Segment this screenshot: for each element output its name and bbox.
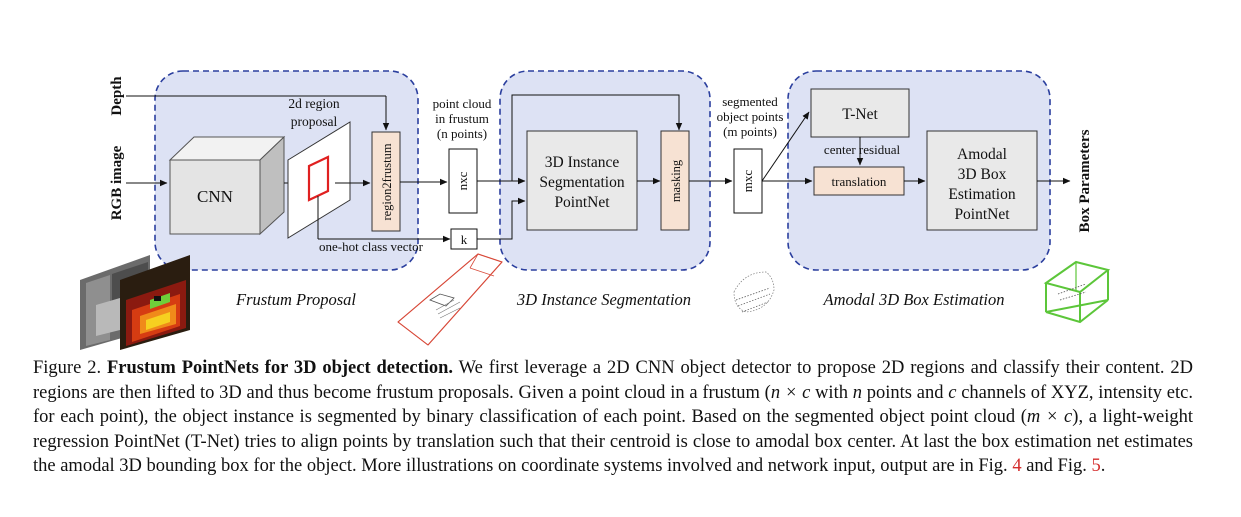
point-cloud-label-2: in frustum [435,111,489,126]
translation-label: translation [832,174,887,189]
region2frustum-block [371,131,401,232]
caption-ref-fig5[interactable]: 5 [1091,456,1101,476]
mxc-label: mxc [740,170,755,193]
region-proposal-label-2: proposal [291,114,338,129]
region2frustum-label: region2frustum [380,143,394,220]
seg-pointnet-label-2: Segmentation [539,174,624,191]
nxc-block [448,148,478,214]
caption-text-1: We first leverage a 2D CNN object detect… [33,358,1193,403]
cnn-block: CNN [168,135,286,236]
point-cloud-label-1: point cloud [433,96,492,111]
region-proposal-plane [287,121,351,239]
pointcloud-bypass-line [511,94,683,181]
masking-block [660,130,690,231]
stage-title-box-estimation: Amodal 3D Box Estimation [822,290,1004,309]
cnn-label: CNN [197,187,233,206]
caption-text-6: and Fig. [1021,456,1092,476]
tnet-block [810,88,910,138]
segmented-points [733,271,775,313]
caption-math-4: m × c [1026,407,1073,427]
one-hot-label: one-hot class vector [319,239,424,254]
caption-math-2: n [852,382,862,403]
figure-caption: Figure 2. Frustum PointNets for 3D objec… [33,356,1193,479]
caption-math-1: n × c [770,382,811,403]
seg-pointnet-block [526,130,638,231]
tnet-label: T-Net [842,106,878,123]
caption-title: Frustum PointNets for 3D object detectio… [106,358,454,378]
masking-label: masking [669,159,683,202]
rgb-depth-thumbnails [80,255,190,350]
center-residual-label: center residual [824,142,901,157]
stage-title-frustum-proposal: Frustum Proposal [235,290,356,309]
rgb-image-label: RGB image [109,145,125,220]
caption-prefix: Figure 2. [33,358,107,378]
box-pointnet-block [926,130,1038,231]
region-proposal-label-1: 2d region [288,96,340,111]
box-pointnet-label-3: Estimation [948,186,1015,203]
box-pointnet-label-4: PointNet [954,206,1010,223]
nxc-label: nxc [455,171,470,190]
caption-text-3: points and [861,382,949,403]
k-label: k [461,232,468,247]
caption-text-2: with [810,382,853,403]
box-pointnet-label-1: Amodal [957,146,1007,163]
seg-pointnet-label-3: PointNet [554,194,610,211]
caption-text-7: . [1100,456,1106,476]
segmented-label-2: object points [717,109,784,124]
mxc-block [733,148,763,214]
seg-pointnet-label-1: 3D Instance [545,154,620,171]
k-to-seg-arrow [477,197,526,240]
point-cloud-label-3: (n points) [437,126,487,141]
stage-title-segmentation: 3D Instance Segmentation [516,290,691,309]
pipeline-diagram: Depth RGB image CNN 2d region proposal r… [80,70,1111,350]
translation-block [813,166,905,196]
mxc-to-tnet-arrow [761,111,810,182]
output-3d-box [1043,260,1111,324]
segmented-label-1: segmented [722,94,778,109]
caption-text-4: channels of XYZ, intensity etc. for each… [33,382,1193,428]
caption-math-3: c [948,382,957,403]
box-parameters-label: Box Parameters [1077,129,1093,232]
segmented-label-3: (m points) [723,124,777,139]
caption-ref-fig4[interactable]: 4 [1012,456,1022,476]
box-pointnet-label-2: 3D Box [958,166,1007,183]
frustum-point-cloud [397,253,503,346]
depth-label: Depth [109,76,125,116]
caption-text-5: ), a light-weight regression PointNet (T… [33,407,1193,476]
